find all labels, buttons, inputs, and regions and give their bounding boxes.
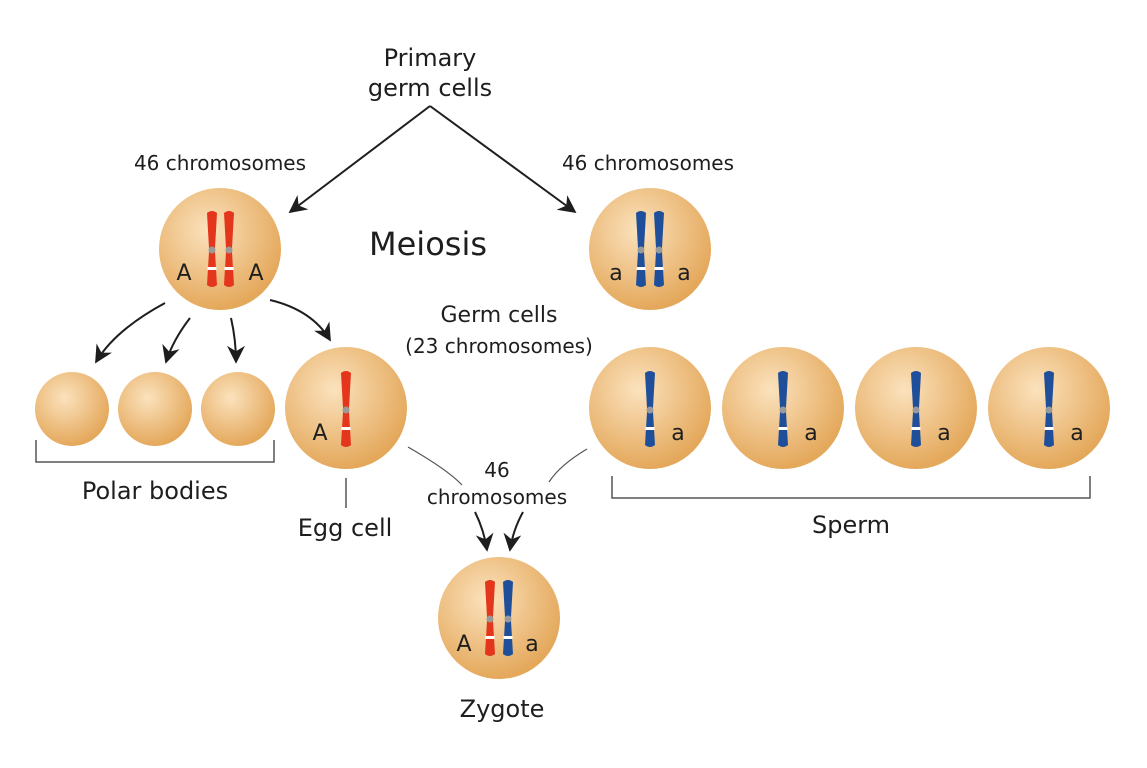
fertilization-label-line1: 46 [484, 458, 509, 482]
allele-label: a [525, 632, 538, 657]
primary-germ-cells-label-line2: germ cells [368, 74, 492, 102]
germ-cells-label-line2: (23 chromosomes) [405, 334, 593, 358]
allele-label: A [312, 421, 327, 446]
sperm-cell: a [988, 347, 1110, 469]
allele-label: a [677, 261, 690, 286]
maternal-primary-cell: A A [159, 188, 281, 310]
zygote-cell: A a [438, 557, 560, 679]
zygote-label: Zygote [460, 695, 545, 723]
sperm-label: Sperm [812, 511, 890, 539]
paternal-primary-cell: a a [589, 188, 711, 310]
allele-label: A [456, 632, 471, 657]
allele-label: a [937, 421, 950, 446]
sperm-connector-line [548, 448, 588, 483]
egg-cell-label: Egg cell [298, 514, 393, 542]
egg-cell: A [285, 347, 407, 469]
germ-cells-label-line1: Germ cells [441, 303, 558, 328]
chromosome-count-maternal-label: 46 chromosomes [134, 151, 306, 175]
polar-bodies-bracket [35, 440, 275, 463]
sperm-cell: a [855, 347, 977, 469]
egg-connector-line [407, 446, 463, 486]
allele-label: a [804, 421, 817, 446]
arrow-to-maternal-primary-cell [288, 105, 431, 214]
allele-label: a [1070, 421, 1083, 446]
sperm-cell: a [722, 347, 844, 469]
polar-body [201, 372, 275, 446]
primary-germ-cells-label-line1: Primary [384, 44, 477, 72]
arrow-to-polar-body-1 [95, 302, 166, 364]
allele-label: a [671, 421, 684, 446]
polar-bodies-label: Polar bodies [82, 477, 228, 505]
arrow-sperm-to-zygote [503, 511, 524, 552]
arrow-egg-to-zygote [474, 511, 494, 552]
sperm-bracket [611, 476, 1091, 499]
fertilization-label-line2: chromosomes [427, 485, 567, 509]
arrow-to-egg-cell [269, 299, 331, 342]
allele-label: A [248, 261, 263, 286]
chromosome-count-paternal-label: 46 chromosomes [562, 151, 734, 175]
meiosis-label: Meiosis [369, 225, 487, 263]
polar-body [35, 372, 109, 446]
allele-label: a [609, 261, 622, 286]
arrow-to-paternal-primary-cell [429, 105, 577, 214]
arrow-to-polar-body-3 [226, 317, 245, 364]
allele-label: A [176, 261, 191, 286]
arrow-to-polar-body-2 [162, 317, 191, 364]
sperm-cell: a [589, 347, 711, 469]
polar-body [118, 372, 192, 446]
